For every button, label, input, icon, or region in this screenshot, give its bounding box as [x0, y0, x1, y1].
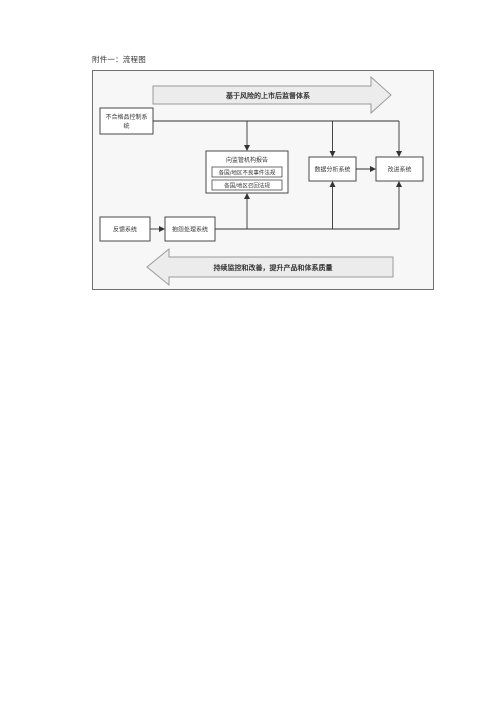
node-complaint-handling [164, 216, 216, 242]
node-nonconforming-control [99, 107, 154, 135]
bottom-arrow-shape [146, 247, 394, 287]
top-arrow-shape [152, 75, 392, 115]
node-report-sub1: 各国/地区不良事件法规 [219, 169, 276, 177]
flowchart-diagram: 基于风险的上市后监督体系 持续监控和改善，提升产品和体系质量 不合格品控制系 统… [92, 70, 434, 290]
node-nonconforming-label-2: 统 [123, 122, 129, 130]
node-nonconforming-label-1: 不合格品控制系 [105, 113, 147, 121]
node-improvement-label: 改进系统 [387, 166, 411, 174]
node-data-analysis-label: 数据分析系统 [314, 166, 350, 174]
connector-lines [150, 120, 402, 232]
node-report-sub1-box [211, 166, 283, 178]
node-feedback [99, 216, 151, 242]
bottom-arrow-label: 持续监控和改善，提升产品和体系质量 [214, 263, 333, 272]
figure-caption: 附件一：流程图 [92, 55, 146, 64]
flowchart-svg: 基于风险的上市后监督体系 持续监控和改善，提升产品和体系质量 不合格品控制系 统… [99, 75, 424, 287]
node-report-sub2-box [211, 179, 283, 191]
node-feedback-label: 反馈系统 [113, 226, 137, 234]
node-complaint-label: 抱怨处理系统 [172, 226, 208, 234]
top-arrow-label: 基于风险的上市后监督体系 [225, 91, 310, 100]
connector-complaint-to-improvement [215, 181, 402, 230]
node-report-title: 向监管机构报告 [226, 156, 268, 164]
node-report-sub2: 各国/地区召回法规 [224, 182, 270, 190]
